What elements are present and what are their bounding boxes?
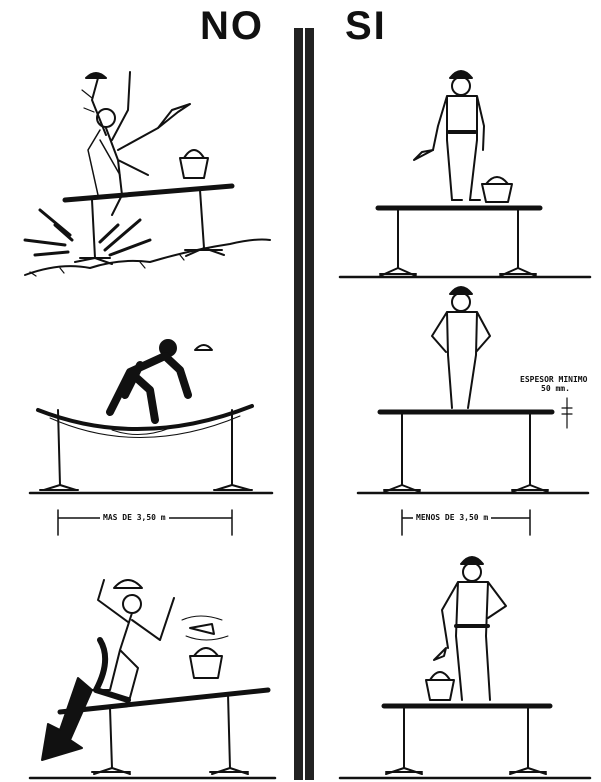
no-scene-broken-scaffold xyxy=(25,72,270,276)
dimension-label-right: MENOS DE 3,50 m xyxy=(413,513,491,522)
dimension-label-left: MAS DE 3,50 m xyxy=(100,513,169,522)
thickness-note-line1: ESPESOR MINIMO xyxy=(520,375,587,384)
thickness-note-line2: 50 mm. xyxy=(541,384,570,393)
si-scene-safe-scaffold xyxy=(340,71,590,277)
no-scene-sagging-plank xyxy=(30,340,272,493)
si-scene-level-plank xyxy=(340,557,590,778)
no-scene-inclined-plank xyxy=(30,580,275,778)
center-divider xyxy=(294,28,314,780)
